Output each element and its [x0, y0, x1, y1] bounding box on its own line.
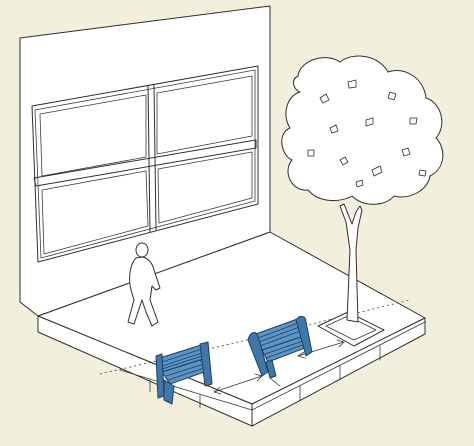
tree-canopy [282, 56, 443, 204]
